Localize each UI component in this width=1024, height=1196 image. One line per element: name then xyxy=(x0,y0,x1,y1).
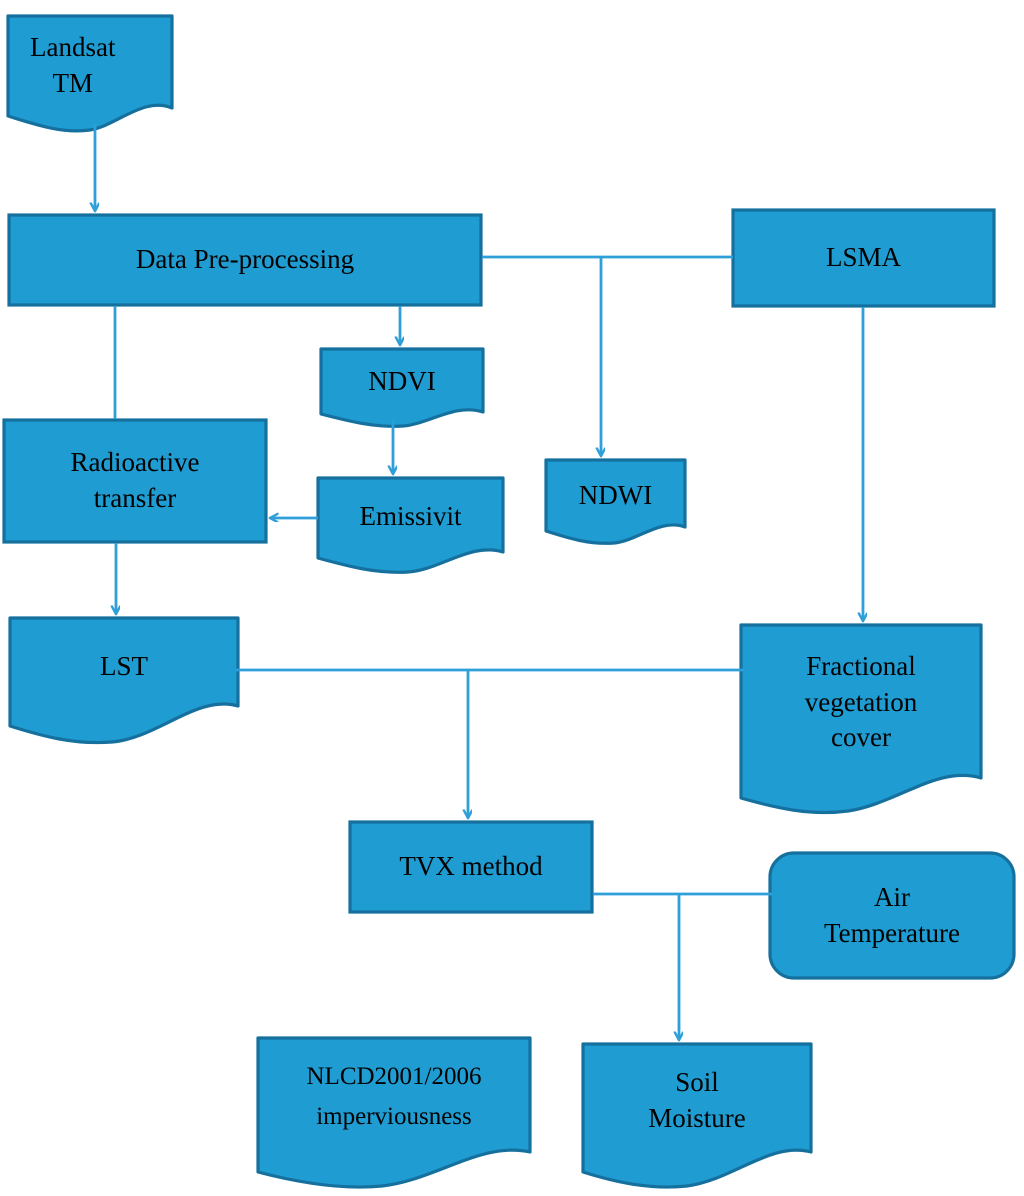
node-shape-data-pre-processing[interactable] xyxy=(7,213,483,307)
node-shape-lst[interactable] xyxy=(8,616,240,745)
node-shapes xyxy=(2,14,1016,1189)
node-shape-landsat-tm[interactable] xyxy=(6,14,174,133)
node-shape-lsma[interactable] xyxy=(731,208,996,308)
node-shape-ndwi[interactable] xyxy=(544,458,687,545)
node-shape-ndvi[interactable] xyxy=(319,347,485,428)
node-shape-nlcd-imperviousness[interactable] xyxy=(256,1036,532,1189)
connector-lines xyxy=(95,124,863,1040)
node-shape-soil-moisture[interactable] xyxy=(581,1042,813,1189)
node-shape-air-temperature[interactable] xyxy=(768,851,1016,980)
node-shape-radioactive-transfer[interactable] xyxy=(2,418,268,544)
node-shape-emissivit[interactable] xyxy=(316,476,505,574)
node-shape-tvx-method[interactable] xyxy=(348,820,594,914)
node-shape-fractional-vegetation-cover[interactable] xyxy=(739,623,983,815)
